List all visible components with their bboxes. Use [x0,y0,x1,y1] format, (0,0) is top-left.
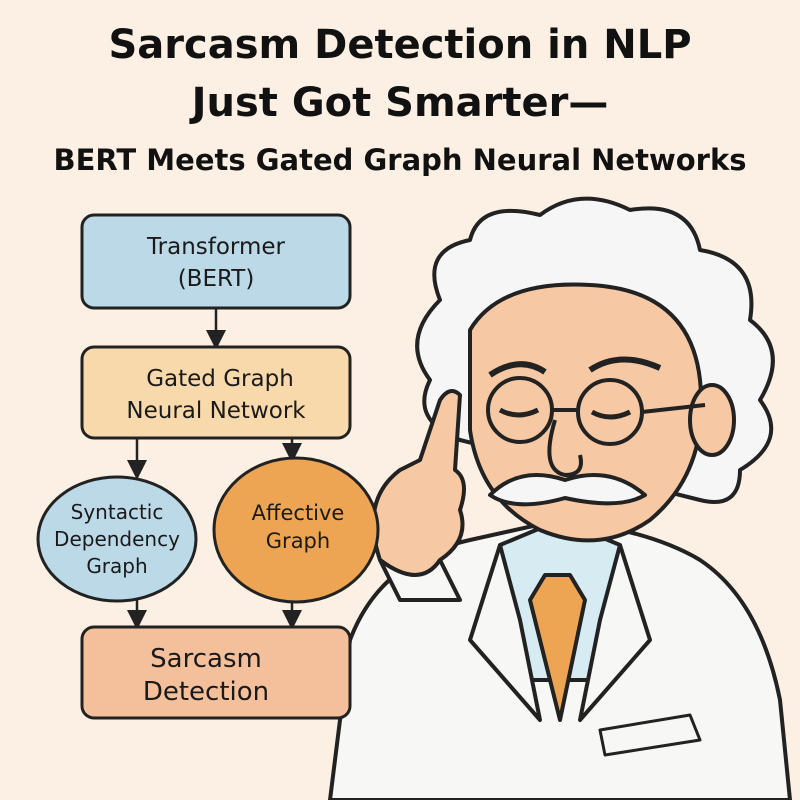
node-syntactic-dependency-graph: Syntactic Dependency Graph [36,475,198,603]
title-line-2: Just Got Smarter— [191,80,609,126]
node-gated-graph-neural-network: Gated Graph Neural Network [80,345,352,440]
node-label: Neural Network [126,398,306,424]
node-label: Graph [86,554,147,578]
node-affective-graph: Affective Graph [212,456,380,604]
node-label: Transformer [146,234,286,260]
node-transformer: Transformer (BERT) [80,213,352,310]
node-label: Graph [266,529,330,553]
node-label: Syntactic [71,500,164,524]
scientist-illustration [328,196,792,800]
connectors [127,309,302,630]
node-label: Affective [252,501,345,525]
node-sarcasm-detection: Sarcasm Detection [80,625,352,720]
node-label: Gated Graph [146,366,294,392]
node-label: Sarcasm [150,644,262,674]
subtitle: BERT Meets Gated Graph Neural Networks [53,143,747,177]
node-label: (BERT) [178,266,255,292]
node-label: Detection [143,677,269,707]
title-line-1: Sarcasm Detection in NLP [108,22,692,68]
node-label: Dependency [54,527,180,551]
